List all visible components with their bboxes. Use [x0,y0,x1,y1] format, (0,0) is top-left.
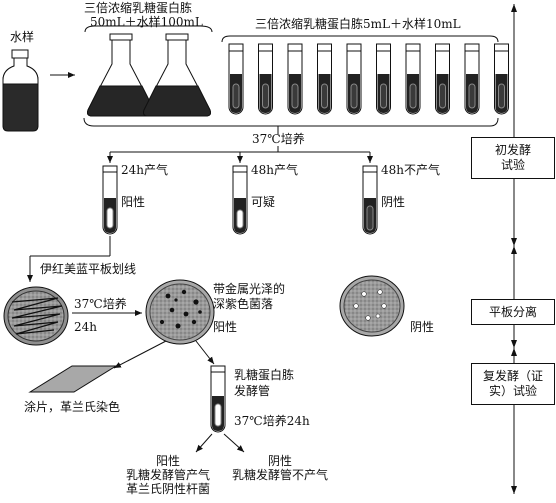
label-plate-culture-1: 37℃培养 [74,297,127,311]
label-final-positive: 阳性 [155,454,180,468]
smear-slide [28,365,118,393]
culture-tube [317,43,332,115]
label-flask-title-2: 50mL＋水样100mL [90,15,203,29]
stage-box-presumptive: 初发酵 试验 [471,137,555,179]
label-negative: 阴性 [381,195,406,209]
culture-tube [287,43,303,115]
culture-tube [405,43,421,115]
arrow-to-final-positive [195,433,213,453]
label-final-positive-1: 乳糖发酵管产气 [125,468,210,482]
stage-1-line-1: 初发酵 [494,143,531,157]
culture-tube [346,43,362,115]
label-culture-37: 37℃培养 [252,132,305,146]
label-emb-streak: 伊红美蓝平板划线 [40,262,137,276]
label-final-negative-1: 乳糖发酵管不产气 [231,468,328,482]
stage-3-line-2: 实）试验 [488,384,537,398]
label-water-sample: 水样 [10,30,35,44]
culture-tube [464,43,480,115]
label-gas-24h: 24h产气 [121,163,168,177]
label-plate-positive: 阳性 [213,320,238,334]
positive-plate [145,279,215,345]
flask-bracket [84,25,213,33]
label-metallic-1: 带金属光泽的 [213,282,286,296]
stage-box-plate-separation: 平板分离 [471,299,555,325]
tube-bracket [221,35,499,43]
culture-tube [435,43,450,115]
culture-tube [228,43,244,115]
label-smear: 涂片，革兰氏染色 [24,400,121,414]
culture-tube [258,43,273,115]
label-lactose-tube-1: 乳糖蛋白胨 [234,368,295,382]
label-gas-48h: 48h产气 [251,163,298,177]
negative-plate [339,275,405,337]
stage-3-line-1: 复发酵（证 [482,369,543,383]
lactose-fermentation-tube [210,365,226,433]
stage-2-label: 平板分离 [488,304,537,319]
label-no-gas-48h: 48h不产气 [381,163,440,177]
arrow-to-lactose-tube [195,340,215,365]
tube-rack [228,43,509,115]
flask [143,33,211,117]
bottom-bracket [83,117,499,127]
label-positive: 阳性 [121,195,146,209]
tube-negative [362,165,378,235]
label-suspicious: 可疑 [251,195,276,209]
label-plate-culture-2: 24h [74,320,97,334]
label-tubes-title: 三倍浓缩乳糖蛋白胨5mL＋水样10mL [255,17,461,31]
label-final-positive-2: 革兰氏阴性杆菌 [125,482,210,496]
water-sample-bottle [2,49,39,132]
stage-1-line-2: 试验 [500,158,525,172]
arrow-to-smear [113,340,167,369]
label-metallic-2: 深紫色菌落 [213,297,274,311]
emb-streak-plate [3,286,69,346]
culture-tube [376,43,391,115]
label-culture-24h: 37℃培养24h [234,414,310,428]
culture-tube [494,43,509,115]
arrow-to-final-negative [223,433,245,453]
label-plate-negative: 阴性 [410,320,435,334]
stage-box-confirmed: 复发酵（证 实）试验 [471,363,555,405]
tube-suspicious [232,165,248,235]
flask [87,33,155,117]
label-flask-title-1: 三倍浓缩乳糖蛋白胨 [84,1,193,15]
tube-positive [102,165,118,235]
label-final-negative: 阴性 [267,454,292,468]
label-lactose-tube-2: 发酵管 [234,384,271,398]
